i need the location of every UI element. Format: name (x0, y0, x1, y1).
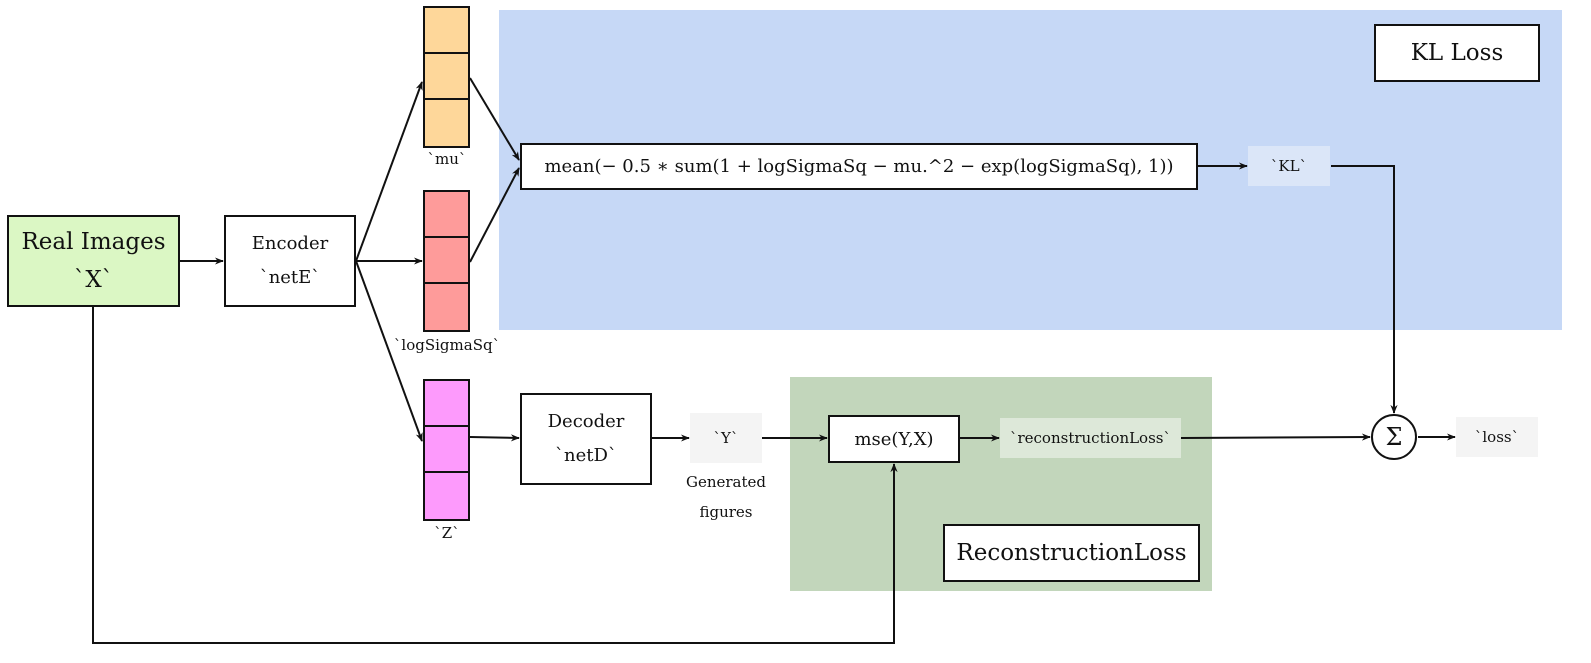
mse-formula: mse(Y,X) (854, 428, 934, 450)
caption-line-2: figures (699, 503, 753, 521)
kl-variable: `KL` (1248, 146, 1330, 186)
decoder-var: `netD` (555, 445, 617, 466)
real-images-box: Real Images `X` (7, 215, 180, 307)
decoder-box: Decoder `netD` (520, 393, 652, 485)
arrow-kl-to-sum (1331, 165, 1398, 414)
z-cell (425, 473, 468, 519)
logsigmasq-vector (423, 190, 470, 332)
kl-loss-title: KL Loss (1410, 40, 1504, 66)
sigma-symbol: Σ (1385, 423, 1403, 451)
decoder-title: Decoder (547, 411, 625, 432)
sum-node: Σ (1371, 414, 1417, 460)
kl-formula-box: mean(− 0.5 ∗ sum(1 + logSigmaSq − mu.^2 … (520, 143, 1198, 190)
arrow-mu-to-kl (469, 77, 520, 161)
z-label: `Z` (434, 524, 460, 542)
real-images-title: Real Images (21, 229, 166, 255)
arrow-encoder-to-mu (355, 81, 423, 262)
real-images-var: `X` (73, 267, 114, 293)
logsigmasq-cell (425, 284, 468, 330)
mse-box: mse(Y,X) (828, 415, 960, 463)
encoder-title: Encoder (251, 233, 329, 254)
reconstruction-loss-variable: `reconstructionLoss` (1000, 418, 1181, 458)
loss-variable: `loss` (1456, 417, 1538, 457)
y-variable: `Y` (690, 413, 762, 463)
z-cell (425, 381, 468, 427)
encoder-var: `netE` (259, 267, 321, 288)
arrow-recon-to-sum (1180, 433, 1371, 441)
caption-line-1: Generated (685, 473, 767, 491)
kl-loss-title-box: KL Loss (1374, 24, 1540, 82)
mu-label: `mu` (427, 150, 467, 168)
arrow-encoder-to-z (355, 260, 423, 442)
mu-cell (425, 8, 468, 54)
arrow-logsigma-to-kl (469, 167, 520, 263)
kl-formula: mean(− 0.5 ∗ sum(1 + logSigmaSq − mu.^2 … (544, 156, 1174, 177)
z-cell (425, 427, 468, 473)
logsigmasq-cell (425, 238, 468, 284)
z-vector (423, 379, 470, 521)
reconstruction-loss-title-box: ReconstructionLoss (943, 524, 1200, 582)
logsigmasq-label: `logSigmaSq` (393, 336, 501, 354)
mu-cell (425, 54, 468, 100)
generated-figures-caption: Generated figures (670, 467, 782, 527)
reconstruction-loss-title: ReconstructionLoss (956, 540, 1187, 566)
encoder-box: Encoder `netE` (224, 215, 356, 307)
logsigmasq-cell (425, 192, 468, 238)
arrow-z-to-decoder (469, 434, 520, 442)
arrow-x-to-mse (92, 307, 898, 644)
mu-cell (425, 100, 468, 146)
mu-vector (423, 6, 470, 148)
